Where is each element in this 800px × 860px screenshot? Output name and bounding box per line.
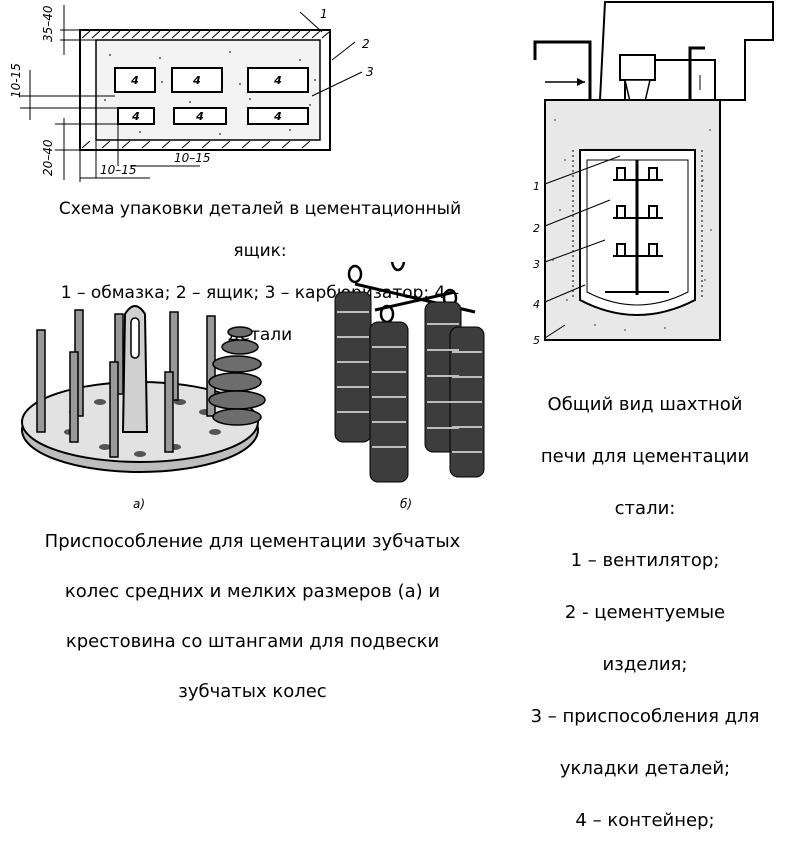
part-label: 4 <box>273 74 282 87</box>
part-2 <box>171 67 223 93</box>
caption-line: печи для цементации <box>540 446 750 467</box>
part-4 <box>117 107 155 125</box>
caption-line: зубчатых колес <box>178 681 327 702</box>
dim-left-bottom: 20–40 <box>41 139 55 176</box>
caption-line: 3 – приспособления для <box>530 706 760 727</box>
dim-left-middle: 10-15 <box>9 63 23 98</box>
part-1 <box>114 67 156 93</box>
furnace-callout-3: 3 <box>533 258 540 271</box>
furnace-callout-2: 2 <box>533 222 540 235</box>
caption-line: Схема упаковки деталей в цементационный <box>58 199 462 219</box>
caption-line: укладки деталей; <box>559 758 731 779</box>
caption-line: стали: <box>614 498 676 519</box>
part-label: 4 <box>192 74 201 87</box>
callout-1: 1 <box>320 7 328 21</box>
caption-line: Приспособление для цементации зубчатых <box>44 531 461 552</box>
box-scheme-drawing: 4 4 4 4 4 4 35–40 10-15 20–40 10–15 10–1… <box>9 5 374 182</box>
part-5 <box>173 107 227 125</box>
caption-line: Общий вид шахтной <box>547 394 743 415</box>
part-label: 4 <box>273 110 282 123</box>
part-6 <box>247 107 309 125</box>
caption-line: 4 – контейнер; <box>575 810 715 831</box>
furnace-callout-5: 5 <box>533 334 540 347</box>
callout-3: 3 <box>366 65 374 79</box>
dim-top: 35–40 <box>41 5 55 42</box>
dim-bottom-1: 10–15 <box>174 151 211 165</box>
furnace-callout-1: 1 <box>533 180 540 193</box>
dim-bottom-2: 10–15 <box>100 163 137 177</box>
caption-line: изделия; <box>602 654 688 675</box>
furnace-drawing: 1 2 3 4 5 <box>533 1 774 347</box>
caption-line: колес средних и мелких размеров (а) и <box>64 581 441 602</box>
fixture-drawing: а) б) <box>21 262 485 511</box>
callout-2: 2 <box>362 37 370 51</box>
furnace-callout-4: 4 <box>533 298 540 311</box>
caption-line: ящик: <box>233 241 287 261</box>
sub-label-b: б) <box>400 497 412 511</box>
part-label: 4 <box>130 74 139 87</box>
furnace-caption: Общий вид шахтной печи для цементации ст… <box>500 366 790 860</box>
part-label: 4 <box>195 110 204 123</box>
part-label: 4 <box>131 110 140 123</box>
sub-label-a: а) <box>133 497 145 511</box>
caption-line: 1 – вентилятор; <box>570 550 720 571</box>
part-3 <box>247 67 309 93</box>
caption-line: 2 - цементуемые <box>564 602 726 623</box>
fixture-caption: Приспособление для цементации зубчатых к… <box>0 504 505 729</box>
caption-line: крестовина со штангами для подвески <box>65 631 440 652</box>
